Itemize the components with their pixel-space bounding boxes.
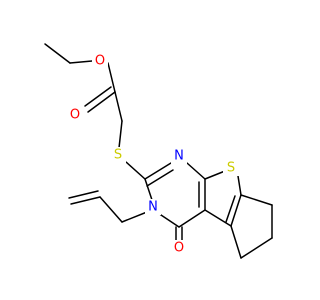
bond-n3-c2 [144,178,153,201]
bond-carbonyl-c-o-double-a [87,91,116,113]
ketone-oxygen: O [171,240,187,256]
allyl-nitrogen: N [145,199,161,215]
bond-c4b-c4a [204,209,232,227]
bond-o-carbonyl-c [107,62,116,93]
bond-c8a-s [204,170,226,180]
structure-canvas: O O S N S N O [44,43,273,259]
atom-labels-layer: O O S N S N O [67,53,239,256]
ester-carbonyl-oxygen: O [67,107,83,123]
bond-carbonyl-c-o-double-b [84,86,112,107]
bond-c7a-c4b-b [225,195,236,223]
bond-ethyl-ch3-ch2 [44,43,71,64]
bond-s-c7a [237,175,242,196]
atom-label: N [148,200,158,215]
bonds-layer [44,43,273,259]
atom-label: S [227,161,235,176]
bond-c2-n-double-b [146,169,174,187]
pyrimidine-nitrogen: N [171,148,187,164]
bond-n3-allyl-ch2 [121,211,148,223]
bond-s-c2 [125,161,146,180]
bond-c7a-c4b-a [230,194,242,227]
thioether-sulfur: S [110,147,126,163]
bond-ch2-c4b [230,225,242,259]
bond-ethyl-ch2-o [69,60,93,64]
thiophene-sulfur: S [223,160,239,176]
atom-label: O [95,54,105,69]
bond-c4a-c4 [178,209,206,228]
atom-label: S [114,148,122,163]
bond-c7a-ch2 [240,194,273,206]
bond-allyl-ch-ch2-double-a [70,196,101,205]
ester-ring-oxygen: O [92,53,108,69]
bond-ch2-s [118,120,123,149]
bond-carbonyl-c-ch2 [114,91,123,122]
bond-c2-n-double-a [144,162,172,180]
bond-allyl-ch-ch2-double-b [68,190,99,199]
atom-label: O [174,241,184,256]
bond-allyl-ch2-ch [99,196,123,223]
bond-c4-n3 [157,212,180,228]
atom-label: N [174,149,184,164]
atom-label: O [70,108,80,123]
bond-ch2-ch2-bottom [240,237,273,259]
molecule-structure: O O S N S N O [44,43,273,259]
bond-n-c8a [186,162,206,180]
